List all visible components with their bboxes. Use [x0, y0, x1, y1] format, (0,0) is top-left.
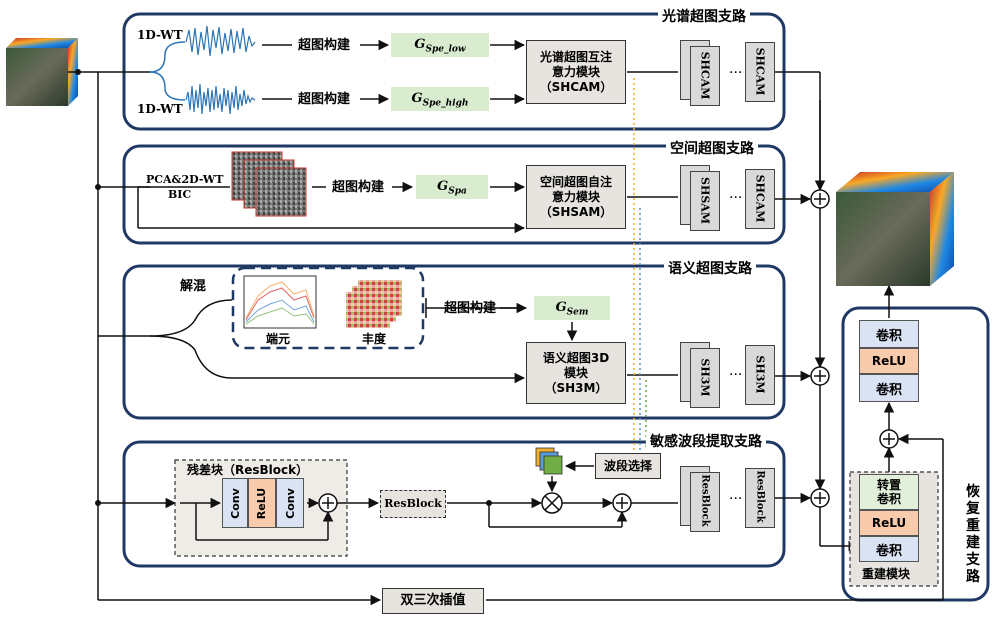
- recon-conv-bottom: 卷积: [859, 536, 919, 562]
- band-branch-label: 敏感波段提取支路: [646, 431, 766, 451]
- recon-branch-label: 恢复重建支路: [966, 484, 982, 586]
- res-last-label: ResBlock: [755, 467, 766, 527]
- spatial-dots: ···: [729, 191, 742, 205]
- wt-top-label: 1D-WT: [137, 29, 183, 41]
- high-freq-waveform: [186, 84, 255, 114]
- abundance-maps: [346, 280, 402, 328]
- wt-bottom-label: 1D-WT: [137, 103, 183, 115]
- shcam-module: 光谱超图互注意力模块（SHCAM）: [526, 40, 626, 104]
- spectral-branch-label: 光谱超图支路: [658, 6, 750, 26]
- resblock-title: 残差块（ResBlock）: [187, 464, 308, 476]
- spatial-last-label: SHCAM: [754, 169, 767, 229]
- sh3m-last-label: SH3M: [754, 345, 767, 405]
- conv-1: Conv: [222, 478, 248, 528]
- hypergraph-build-spatial: 超图构建: [332, 181, 384, 194]
- bicubic-module: 双三次插值: [382, 588, 484, 614]
- abundance-label: 丰度: [362, 333, 386, 345]
- shcam-stack-label: SHCAM: [699, 46, 712, 106]
- spatial-image-stack: [232, 152, 306, 216]
- hypergraph-build-semantic: 超图构建: [444, 302, 496, 315]
- band-select-module: 波段选择: [595, 453, 661, 479]
- unmix-label: 解混: [180, 280, 206, 293]
- hypergraph-build-top: 超图构建: [298, 39, 350, 52]
- g-spe-low-box: GSpe_low: [391, 33, 489, 57]
- band-dots: ···: [729, 492, 742, 506]
- recon-relu-bottom: ReLU: [859, 510, 919, 536]
- relu-1: ReLU: [248, 478, 276, 528]
- input-cube: [6, 38, 78, 106]
- endmember-label: 端元: [266, 333, 290, 345]
- sh3m-stack-label: SH3M: [699, 348, 712, 408]
- res-stack-label: ResBlock: [700, 471, 711, 531]
- spatial-branch-label: 空间超图支路: [666, 138, 758, 158]
- band-select-icon: [536, 448, 562, 474]
- sh3m-module: 语义超图3D模块（SH3M）: [526, 342, 626, 404]
- shcam-last-label: SHCAM: [754, 42, 767, 102]
- shsam-module: 空间超图自注意力模块（SHSAM）: [526, 165, 626, 229]
- resblock-module: ResBlock: [380, 490, 446, 518]
- g-spe-high-box: GSpe_high: [391, 87, 489, 111]
- g-sem-box: GSem: [534, 296, 610, 320]
- pca-label: PCA&2D-WT: [146, 174, 223, 185]
- hypergraph-build-bottom: 超图构建: [298, 93, 350, 106]
- conv-2: Conv: [276, 478, 304, 528]
- low-freq-waveform: [186, 26, 255, 56]
- recon-module-label: 重建模块: [862, 568, 910, 580]
- endmember-plot: [244, 276, 316, 328]
- semantic-branch-label: 语义超图支路: [664, 258, 756, 278]
- recon-transpose-conv: 转置卷积: [859, 474, 919, 510]
- spectral-dots: ···: [729, 66, 742, 80]
- recon-conv-top: 卷积: [859, 320, 919, 348]
- semantic-dots: ···: [729, 368, 742, 382]
- recon-conv-mid: 卷积: [859, 374, 919, 402]
- bic-label: BIC: [168, 189, 191, 200]
- output-cube: [836, 172, 954, 286]
- g-spa-box: GSpa: [416, 175, 488, 199]
- shsam-stack-label: SHSAM: [699, 171, 712, 231]
- recon-relu-top: ReLU: [859, 348, 919, 374]
